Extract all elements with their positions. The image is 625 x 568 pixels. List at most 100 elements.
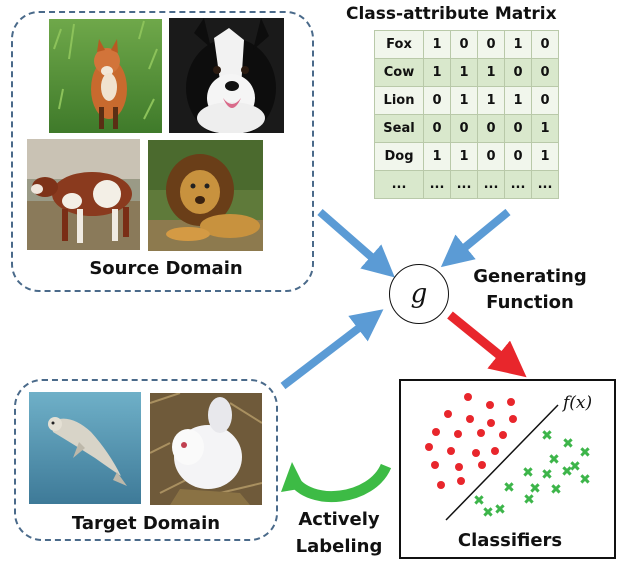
matrix-cell: 1	[423, 30, 451, 59]
red-point	[437, 481, 445, 489]
matrix-cell: 1	[477, 58, 505, 87]
matrix-cell: 1	[504, 30, 532, 59]
target-domain-label: Target Domain	[71, 513, 221, 534]
fox-photo	[49, 19, 162, 133]
matrix-cell: 0	[504, 114, 532, 143]
green-cross-point: ✖	[473, 493, 485, 509]
red-point	[432, 428, 440, 436]
matrix-cell: 0	[423, 114, 451, 143]
target-domain-box	[14, 379, 278, 541]
green-cross-point: ✖	[503, 480, 515, 496]
classifiers-label: Classifiers	[457, 530, 563, 551]
classifiers-box	[399, 379, 616, 559]
red-point	[447, 447, 455, 455]
green-cross-point: ✖	[541, 467, 553, 483]
matrix-cell: ...	[423, 170, 451, 199]
red-point	[457, 477, 465, 485]
matrix-cell: 0	[477, 30, 505, 59]
matrix-cell: 0	[531, 58, 559, 87]
green-cross-point: ✖	[550, 482, 562, 498]
classifier-function-label: f(x)	[563, 393, 593, 413]
green-cross-point: ✖	[569, 459, 581, 475]
matrix-row-label: Dog	[374, 142, 424, 171]
green-cross-point: ✖	[548, 452, 560, 468]
generating-function-label-line1: Generating	[473, 266, 587, 287]
matrix-cell: ...	[504, 170, 532, 199]
red-point	[491, 447, 499, 455]
matrix-row-label: ...	[374, 170, 424, 199]
red-point	[454, 430, 462, 438]
g-to-classifiers-arrow	[447, 311, 527, 378]
matrix-cell: 1	[531, 142, 559, 171]
generating-function-label-line2: Function	[486, 292, 574, 313]
matrix-row: ..................	[374, 170, 559, 199]
matrix-row-label: Fox	[374, 30, 424, 59]
matrix-cell: ...	[531, 170, 559, 199]
matrix-cell: 1	[423, 142, 451, 171]
actively-labeling-label-line2: Labeling	[295, 536, 383, 557]
source-domain-box	[11, 11, 314, 292]
decision-boundary	[445, 404, 559, 521]
lion-photo	[148, 140, 263, 251]
red-point	[507, 398, 515, 406]
source-to-g-arrow	[317, 208, 395, 278]
green-cross-point: ✖	[579, 472, 591, 488]
matrix-cell: 0	[477, 142, 505, 171]
target-to-g-arrow	[280, 309, 384, 390]
actively-labeling-label-line1: Actively	[298, 509, 380, 530]
green-cross-point: ✖	[529, 481, 541, 497]
matrix-row-label: Lion	[374, 86, 424, 115]
red-point	[499, 431, 507, 439]
green-cross-point: ✖	[523, 492, 535, 508]
source-domain-label: Source Domain	[89, 258, 243, 279]
red-point	[486, 401, 494, 409]
green-class-points: ✖✖✖✖✖✖✖✖✖✖✖✖✖✖✖✖	[473, 428, 591, 521]
matrix-cell: 0	[531, 30, 559, 59]
actively-labeling-arrow	[281, 462, 392, 503]
matrix-cell: 1	[423, 58, 451, 87]
matrix-cell: 0	[423, 86, 451, 115]
matrix-cell: 0	[477, 114, 505, 143]
matrix-row-label: Seal	[374, 114, 424, 143]
matrix-row-label: Cow	[374, 58, 424, 87]
green-cross-point: ✖	[561, 464, 573, 480]
g-symbol: g	[410, 279, 428, 309]
red-point	[477, 429, 485, 437]
green-cross-point: ✖	[522, 465, 534, 481]
matrix-title: Class-attribute Matrix	[346, 4, 557, 24]
red-point	[455, 463, 463, 471]
matrix-cell: 0	[504, 58, 532, 87]
generating-function-node: g	[389, 264, 449, 324]
red-point	[444, 410, 452, 418]
dog-photo	[169, 18, 284, 133]
red-point	[431, 461, 439, 469]
red-point	[478, 461, 486, 469]
seal-photo	[29, 392, 141, 504]
red-point	[464, 393, 472, 401]
classifier-plot: ✖✖✖✖✖✖✖✖✖✖✖✖✖✖✖✖	[425, 393, 591, 521]
green-cross-point: ✖	[494, 502, 506, 518]
matrix-cell: 1	[450, 142, 478, 171]
matrix-cell: 0	[450, 114, 478, 143]
green-cross-point: ✖	[482, 505, 494, 521]
red-point	[509, 415, 517, 423]
red-point	[466, 415, 474, 423]
matrix-cell: 0	[531, 86, 559, 115]
green-cross-point: ✖	[562, 436, 574, 452]
matrix-cell: ...	[450, 170, 478, 199]
red-point	[487, 419, 495, 427]
green-cross-point: ✖	[541, 428, 553, 444]
matrix-to-g-arrow	[440, 208, 511, 268]
matrix-cell: 1	[450, 86, 478, 115]
red-point	[425, 443, 433, 451]
matrix-cell: ...	[477, 170, 505, 199]
green-cross-point: ✖	[579, 445, 591, 461]
red-class-points	[425, 393, 517, 489]
cow-photo	[27, 139, 140, 250]
